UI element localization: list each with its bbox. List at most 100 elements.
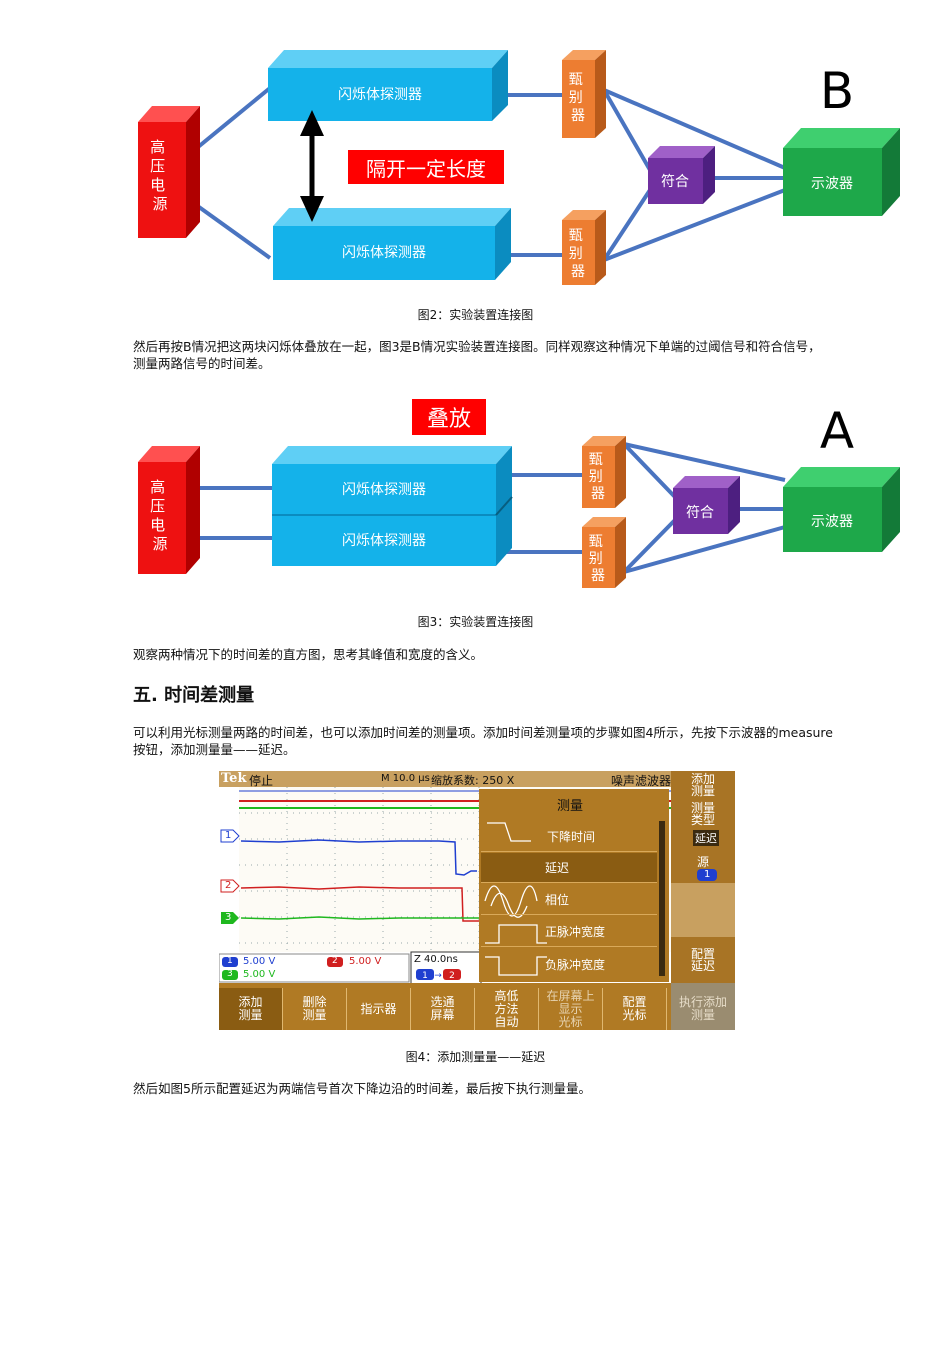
execute-add-measure-button[interactable]: 执行添加 测量 [671,988,735,1030]
detector-bottom-label-3: 闪烁体探测器 [342,533,426,549]
hv-source-box [138,106,200,238]
detector-top-label: 闪烁体探测器 [338,87,422,103]
separation-label: 隔开一定长度 [366,157,486,181]
scope-brand: Tek [221,771,247,786]
phase-icon [484,885,538,918]
coincidence-label-3: 符合 [686,505,714,521]
menu-item-fall-time[interactable]: 下降时间 [481,822,657,852]
source-badge [697,869,717,881]
figure2-diagram: 高 压 电 源 闪烁体探测器 闪烁体探测器 隔开一定长度 甄 别 器 [138,50,900,285]
side-source-button[interactable]: 源 [696,855,709,869]
separation-label-box [348,150,504,184]
scope-filter: 噪声滤波器 [611,774,672,788]
ch1-link-badge [416,969,434,980]
ch3-waveform [240,916,479,920]
ch2-scale: 5.00 V [349,956,382,967]
paragraph-1: 然后再按B情况把这两块闪烁体叠放在一起，图3是B情况实验装置连接图。同样观察这种… [133,339,821,371]
menu-item-label: 延迟 [545,861,570,875]
menu-item-positive-pulse-width[interactable]: 正脉冲宽度 [481,917,657,947]
figure2-caption: 图2：实验装置连接图 [417,308,534,322]
indicator-button[interactable]: 指示器 [347,988,411,1030]
separation-arrow [300,110,324,222]
detector-top-label-3: 闪烁体探测器 [342,482,426,498]
scope-zoom-factor: 缩放系数: 250 X [431,774,515,787]
positive-pulse-width-icon [485,924,547,944]
hv-source-box-3 [138,446,200,574]
coincidence-box-3 [673,476,740,534]
menu-item-negative-pulse-width[interactable]: 负脉冲宽度 [481,949,657,979]
discriminator-top-box-3 [582,436,626,508]
ch1-marker [220,829,240,843]
discriminator-bottom-box [562,210,606,285]
ch1-scale-badge [222,957,238,967]
figure3-caption: 图3：实验装置连接图 [417,615,534,629]
oscilloscope-screenshot: 1 2 → Tek 停止 M 10.0 µs 缩放系数: 250 X 噪声滤波器… [219,771,735,1030]
detector-bottom-label: 闪烁体探测器 [342,245,426,261]
diagram-letter-a: A [820,402,854,460]
scope-state: 停止 [249,774,274,788]
ch3-scale-badge [222,970,238,980]
side-measure-type-value: 延迟 [693,830,719,846]
stack-label-box [412,399,486,435]
ch1-marker-label: 1 [225,830,232,841]
discriminator-top-label-3: 甄 别 器 [589,452,607,502]
paragraph-4: 然后如图5所示配置延迟为两端信号首次下降边沿的时间差，最后按下执行测量量。 [133,1081,591,1096]
detector-bottom-box [273,208,511,280]
menu-item-delay[interactable]: 延迟 [481,853,657,883]
ch1-scale: 5.00 V [243,956,276,967]
side-add-measure-button[interactable]: 添加 测量 [690,772,715,798]
side-source-value: 1 [704,869,711,880]
menu-item-label: 下降时间 [547,830,596,844]
oscilloscope-label: 示波器 [811,176,853,192]
stack-label: 叠放 [427,407,471,432]
oscilloscope-label-3: 示波器 [811,514,853,530]
hv-source-label: 高 压 电 源 [150,138,170,213]
hv-source-label-3: 高 压 电 源 [150,478,170,553]
scope-timebase: M 10.0 µs [381,773,430,784]
high-low-method-button[interactable]: 高低 方法 自动 [475,988,539,1030]
arrow-right-icon: → [434,971,442,981]
ch3-scale-badge-label: 3 [227,969,233,979]
gating-button[interactable]: 选通 屏幕 [411,988,475,1030]
discriminator-bottom-box-3 [582,517,626,588]
show-cursor-button[interactable]: 在屏幕上 显示 光标 [539,988,603,1030]
figure3-diagram: 叠放 高 压 电 源 闪烁体探测器 闪烁体探测器 甄 别 器 甄 别 器 [138,399,900,588]
ch2-link-text: 2 [449,971,455,981]
add-measure-button[interactable]: 添加 测量 [219,988,283,1030]
side-measure-type-button[interactable]: 测量 类型 [690,801,715,827]
detector-stack-box [272,446,513,566]
ch1-waveform [240,839,477,876]
menu-item-phase[interactable]: 相位 [481,885,657,915]
coincidence-label: 符合 [661,174,689,190]
ch2-scale-badge [327,957,343,967]
coincidence-box [648,146,715,204]
ch2-marker-label: 2 [225,880,232,891]
paragraph-3: 可以利用光标测量两路的时间差，也可以添加时间差的测量项。添加时间差测量项的步骤如… [133,725,833,757]
discriminator-bottom-label: 甄 别 器 [569,228,587,280]
zoom-time: Z 40.0ns [414,954,458,965]
ch1-link-text: 1 [422,971,428,981]
menu-item-label: 相位 [545,893,570,907]
negative-pulse-width-icon [485,956,547,976]
discriminator-bottom-label-3: 甄 别 器 [589,534,607,584]
oscilloscope-box-3 [783,467,900,552]
oscilloscope-box [783,128,900,216]
side-config-delay-button[interactable]: 配置 延迟 [690,947,715,973]
ch3-marker-label: 3 [225,912,232,923]
menu-item-label: 正脉冲宽度 [545,925,606,939]
figure4-caption: 图4：添加测量量——延迟 [405,1050,546,1064]
ch2-scale-badge-label: 2 [332,956,338,966]
config-cursor-button[interactable]: 配置 光标 [603,988,667,1030]
ch1-scale-badge-label: 1 [227,956,233,966]
discriminator-top-box [562,50,606,138]
fall-time-icon [487,822,531,842]
paragraph-2: 观察两种情况下的时间差的直方图，思考其峰值和宽度的含义。 [133,647,484,662]
ch3-marker [221,912,239,924]
ch2-link-badge [443,969,461,980]
ch3-scale: 5.00 V [243,969,276,980]
discriminator-top-label: 甄 别 器 [569,72,587,124]
delete-measure-button[interactable]: 删除 测量 [283,988,347,1030]
ch2-marker [220,879,240,893]
section-heading: 五. 时间差测量 [133,685,255,706]
diagram-letter-b: B [820,62,854,120]
